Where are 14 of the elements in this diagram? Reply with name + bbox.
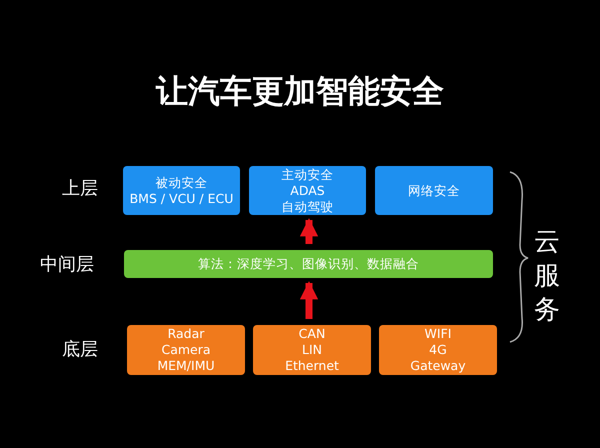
layer-label: 中间层 xyxy=(40,253,94,276)
arrow xyxy=(300,218,318,244)
layer-box: WIFI 4G Gateway xyxy=(379,325,497,375)
layer-box: 主动安全 ADAS 自动驾驶 xyxy=(249,166,366,215)
side-label: 云服务 xyxy=(533,226,561,327)
layer-label: 底层 xyxy=(62,338,98,361)
layer-box: 被动安全 BMS / VCU / ECU xyxy=(123,166,240,215)
layer-box: CAN LIN Ethernet xyxy=(253,325,371,375)
layer-box: 网络安全 xyxy=(375,166,493,215)
title: 让汽车更加智能安全 xyxy=(154,71,445,112)
layer-bar: 算法：深度学习、图像识别、数据融合 xyxy=(124,250,493,278)
arrow xyxy=(300,281,318,319)
layer-box: Radar Camera MEM/IMU xyxy=(127,325,245,375)
layer-label: 上层 xyxy=(62,177,98,200)
